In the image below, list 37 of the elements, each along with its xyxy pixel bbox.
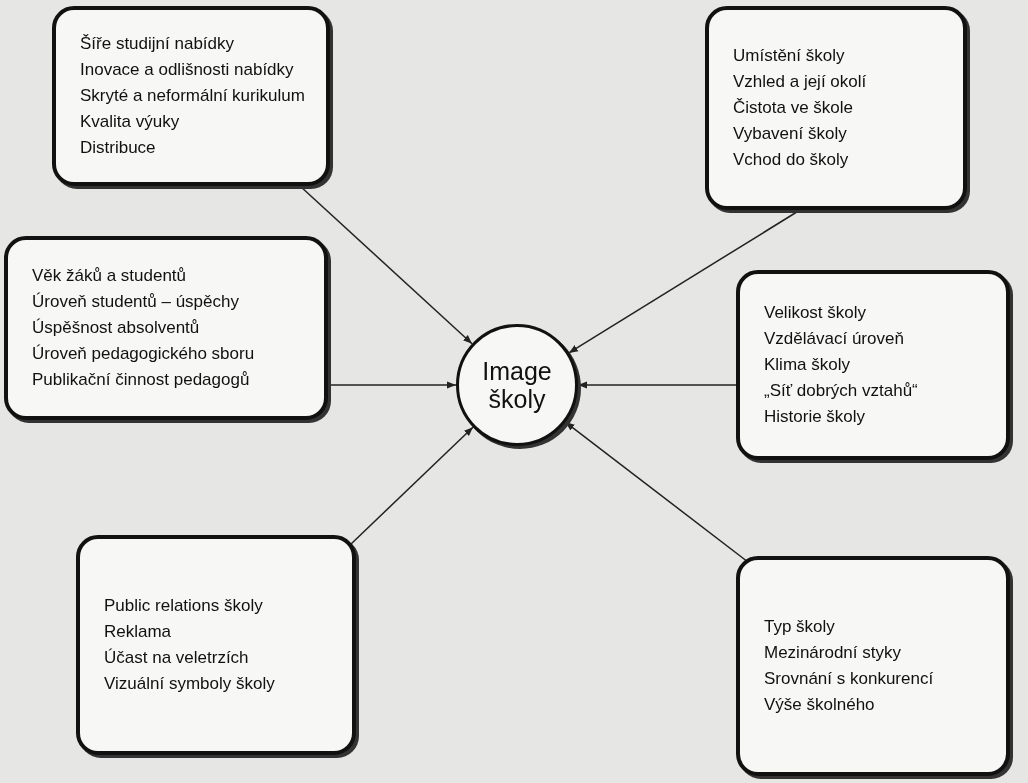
factor-item: Vizuální symboly školy <box>104 673 276 695</box>
factor-item: Výše školného <box>764 694 876 716</box>
factor-item: Public relations školy <box>104 595 264 617</box>
arrow <box>349 426 474 546</box>
factor-item: Typ školy <box>764 616 836 638</box>
factor-item: „Síť dobrých vztahů“ <box>764 380 919 402</box>
factor-item: Úroveň studentů – úspěchy <box>32 291 240 313</box>
factor-item: Publikační činnost pedagogů <box>32 369 251 391</box>
factor-box <box>736 270 1010 460</box>
factor-item: Vzdělávací úroveň <box>764 328 905 350</box>
factor-box <box>705 6 967 210</box>
factor-item: Inovace a odlišnosti nabídky <box>80 59 295 81</box>
factor-item: Srovnání s konkurencí <box>764 668 935 690</box>
node-title: Image školy <box>481 357 553 413</box>
factor-item: Vchod do školy <box>733 149 850 171</box>
factor-item: Šíře studijní nabídky <box>80 33 236 55</box>
factor-item: Vzhled a její okolí <box>733 71 868 93</box>
factor-item: Historie školy <box>764 406 867 428</box>
factor-item: Úroveň pedagogického sboru <box>32 343 256 365</box>
factor-box <box>76 535 356 755</box>
factor-box <box>52 6 330 186</box>
factor-item: Mezinárodní styky <box>764 642 902 664</box>
factor-item: Skryté a neformální kurikulum <box>80 85 306 107</box>
factor-item: Velikost školy <box>764 302 868 324</box>
factor-item: Kvalita výuky <box>80 111 181 133</box>
factor-item: Klima školy <box>764 354 851 376</box>
factor-item: Reklama <box>104 621 173 643</box>
factor-item: Čistota ve škole <box>733 97 854 119</box>
factor-item: Distribuce <box>80 137 157 159</box>
factor-box <box>736 556 1010 776</box>
central-circle <box>456 324 578 446</box>
factor-item: Účast na veletrzích <box>104 647 250 669</box>
factor-box <box>4 236 328 420</box>
factor-item: Úspěšnost absolventů <box>32 317 201 339</box>
factor-item: Vybavení školy <box>733 123 848 145</box>
factor-item: Umístění školy <box>733 45 846 67</box>
factor-item: Věk žáků a studentů <box>32 265 188 287</box>
